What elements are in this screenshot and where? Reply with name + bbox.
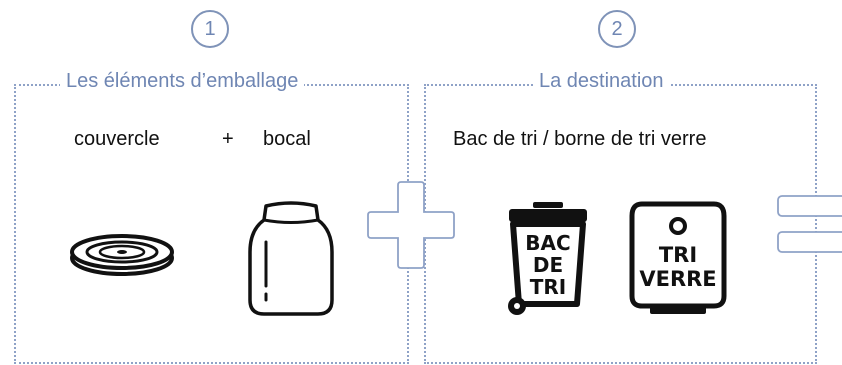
destination-label: Bac de tri / borne de tri verre	[453, 128, 707, 150]
bin-text-line1: BAC	[525, 231, 570, 255]
jar-label: bocal	[263, 128, 311, 150]
step-2-number: 2	[611, 17, 623, 40]
equals-connector-icon	[776, 192, 842, 258]
jar-icon	[248, 198, 334, 318]
plus-label: +	[222, 128, 234, 150]
lid-icon	[68, 230, 176, 280]
bank-text-line2: VERRE	[639, 267, 716, 291]
lid-label: couvercle	[74, 128, 160, 150]
step-1-badge: 1	[191, 10, 229, 48]
packaging-section-box	[14, 84, 409, 364]
step-1-number: 1	[204, 17, 216, 40]
destination-section-box	[424, 84, 817, 364]
glass-bank-icon: TRI VERRE	[628, 200, 728, 318]
packaging-section-title: Les éléments d’emballage	[60, 70, 305, 93]
step-2-badge: 2	[598, 10, 636, 48]
destination-section-title: La destination	[533, 70, 670, 93]
sorting-bin-icon: BAC DE TRI	[505, 200, 591, 318]
bin-text-line2: DE	[533, 253, 563, 277]
plus-connector-icon	[366, 180, 456, 270]
bank-text-line1: TRI	[659, 243, 697, 267]
bin-text-line3: TRI	[530, 275, 566, 299]
